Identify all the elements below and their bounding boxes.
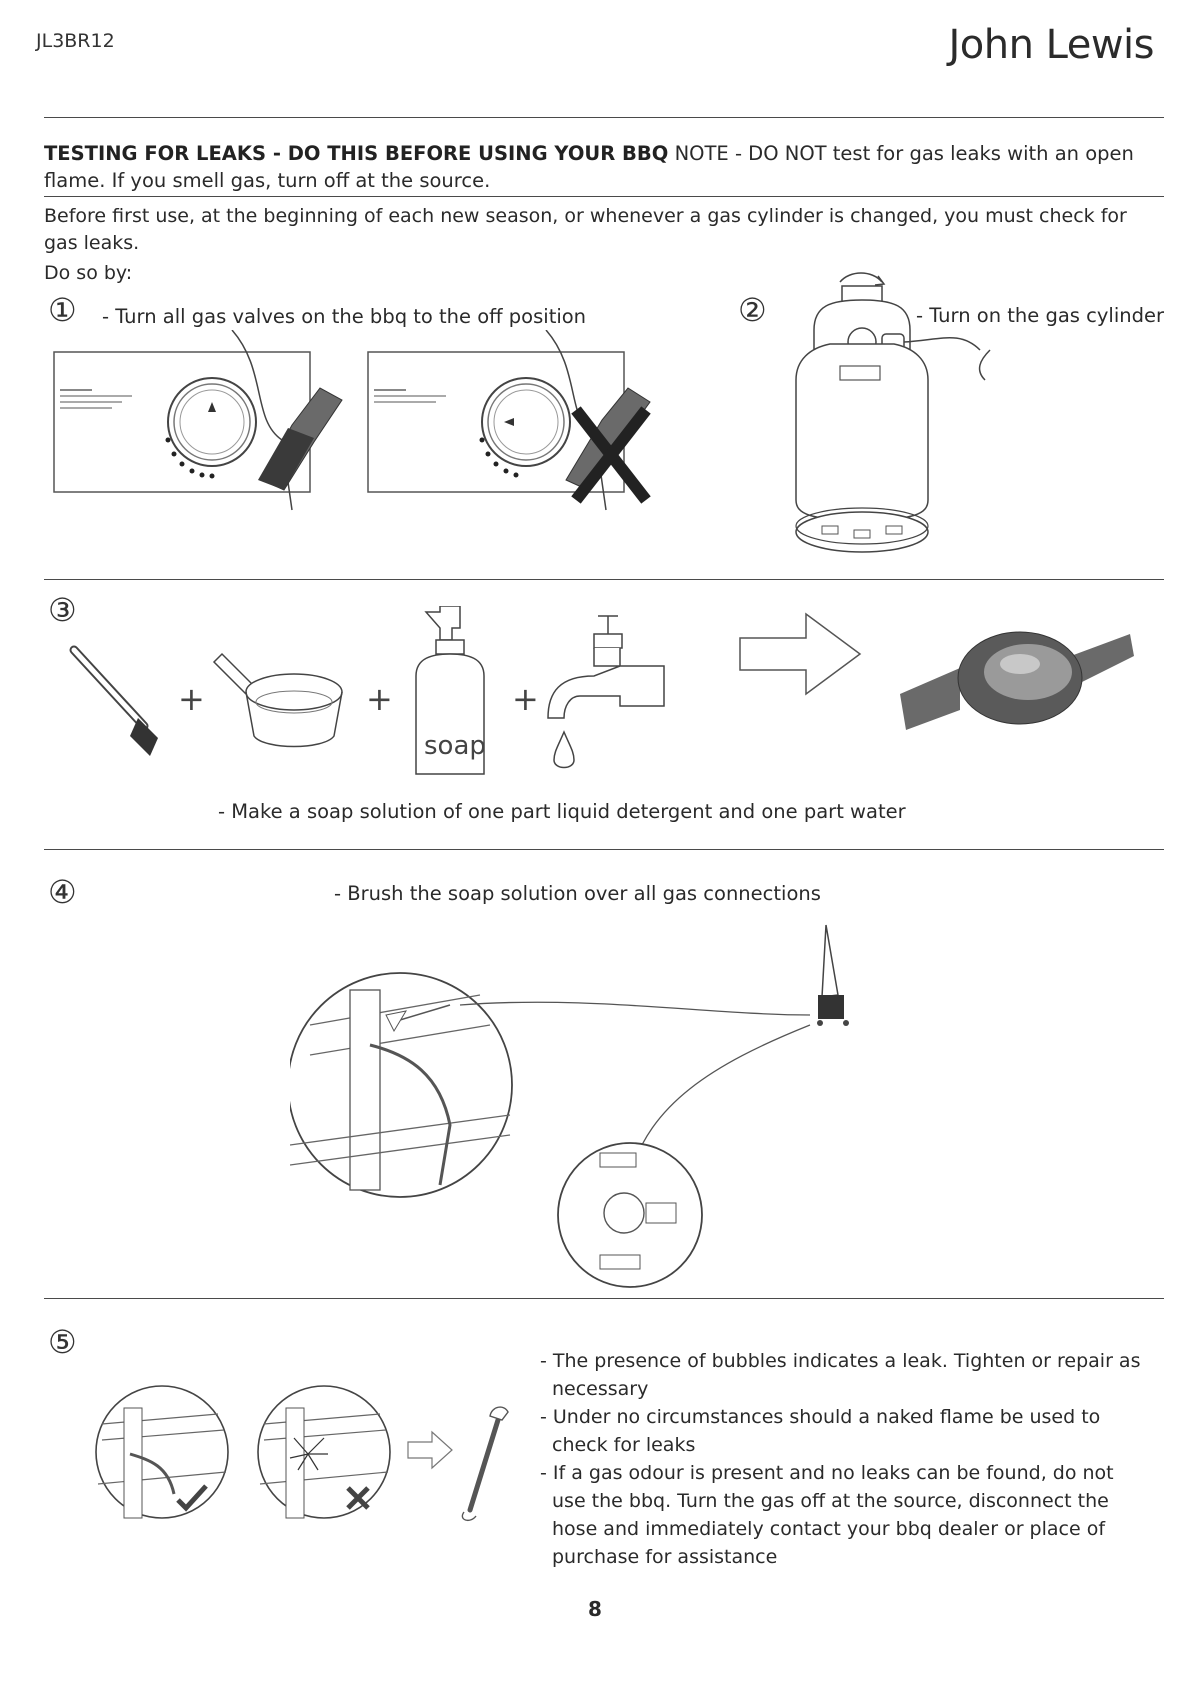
plus-2: + [366, 680, 393, 718]
bullet-1: - The presence of bubbles indicates a le… [540, 1350, 1141, 1400]
step-2-text: - Turn on the gas cylinder [916, 304, 1164, 327]
step-3-number: ③ [48, 591, 77, 629]
bullet-3: - If a gas odour is present and no leaks… [540, 1462, 1114, 1568]
valve-off-correct-illustration [53, 330, 343, 511]
brush-icon [69, 645, 158, 756]
valve-on-incorrect-illustration [367, 330, 651, 511]
soap-bottle-icon: soap [415, 606, 486, 775]
water-tap-icon [547, 615, 665, 769]
step-3-divider [44, 849, 1164, 850]
arrow-icon [407, 1430, 453, 1470]
heading-divider [44, 196, 1164, 197]
step-1-number: ① [48, 291, 77, 329]
gas-cylinder-icon [795, 272, 991, 553]
brush-connections-illustration [290, 924, 849, 1288]
step-2-divider [44, 579, 1164, 580]
leak-circle [257, 1385, 391, 1519]
header-divider [44, 117, 1164, 118]
no-leak-circle [95, 1385, 229, 1519]
model-number: JL3BR12 [36, 30, 115, 52]
step-4-number: ④ [48, 873, 77, 911]
soapy-water-bowl-icon [900, 631, 1134, 730]
brand-logo: John Lewis [948, 22, 1154, 68]
step-4-text: - Brush the soap solution over all gas c… [334, 882, 821, 905]
heading-title: TESTING FOR LEAKS - DO THIS BEFORE USING… [44, 142, 669, 165]
connection-detail-circle [290, 972, 513, 1198]
step-2-number: ② [738, 291, 767, 329]
bubble-check-illustration [95, 1385, 509, 1522]
section-heading: TESTING FOR LEAKS - DO THIS BEFORE USING… [44, 140, 1168, 194]
step-3-text: - Make a soap solution of one part liqui… [218, 800, 906, 823]
regulator-detail-circle [557, 1142, 703, 1288]
soap-solution-illustration: + + soap + [69, 606, 1134, 775]
heading-note: NOTE - DO NOT test for gas leaks with an… [44, 142, 1134, 192]
step-5-bullets: - The presence of bubbles indicates a le… [540, 1347, 1150, 1571]
soap-label: soap [424, 731, 486, 761]
brush-icon-large [817, 924, 849, 1026]
saucepan-icon [212, 652, 343, 748]
do-so-by-label: Do so by: [44, 262, 133, 284]
wrench-icon [461, 1406, 509, 1522]
plus-1: + [178, 680, 205, 718]
page-number: 8 [588, 1597, 602, 1621]
step-5-number: ⑤ [48, 1323, 77, 1361]
bullet-2: - Under no circumstances should a naked … [540, 1406, 1101, 1456]
step-4-divider [44, 1298, 1164, 1299]
right-arrow-icon [739, 612, 862, 696]
plus-3: + [512, 680, 539, 718]
intro-text: Before first use, at the beginning of ea… [44, 205, 1127, 254]
step-1-text: - Turn all gas valves on the bbq to the … [102, 305, 587, 328]
